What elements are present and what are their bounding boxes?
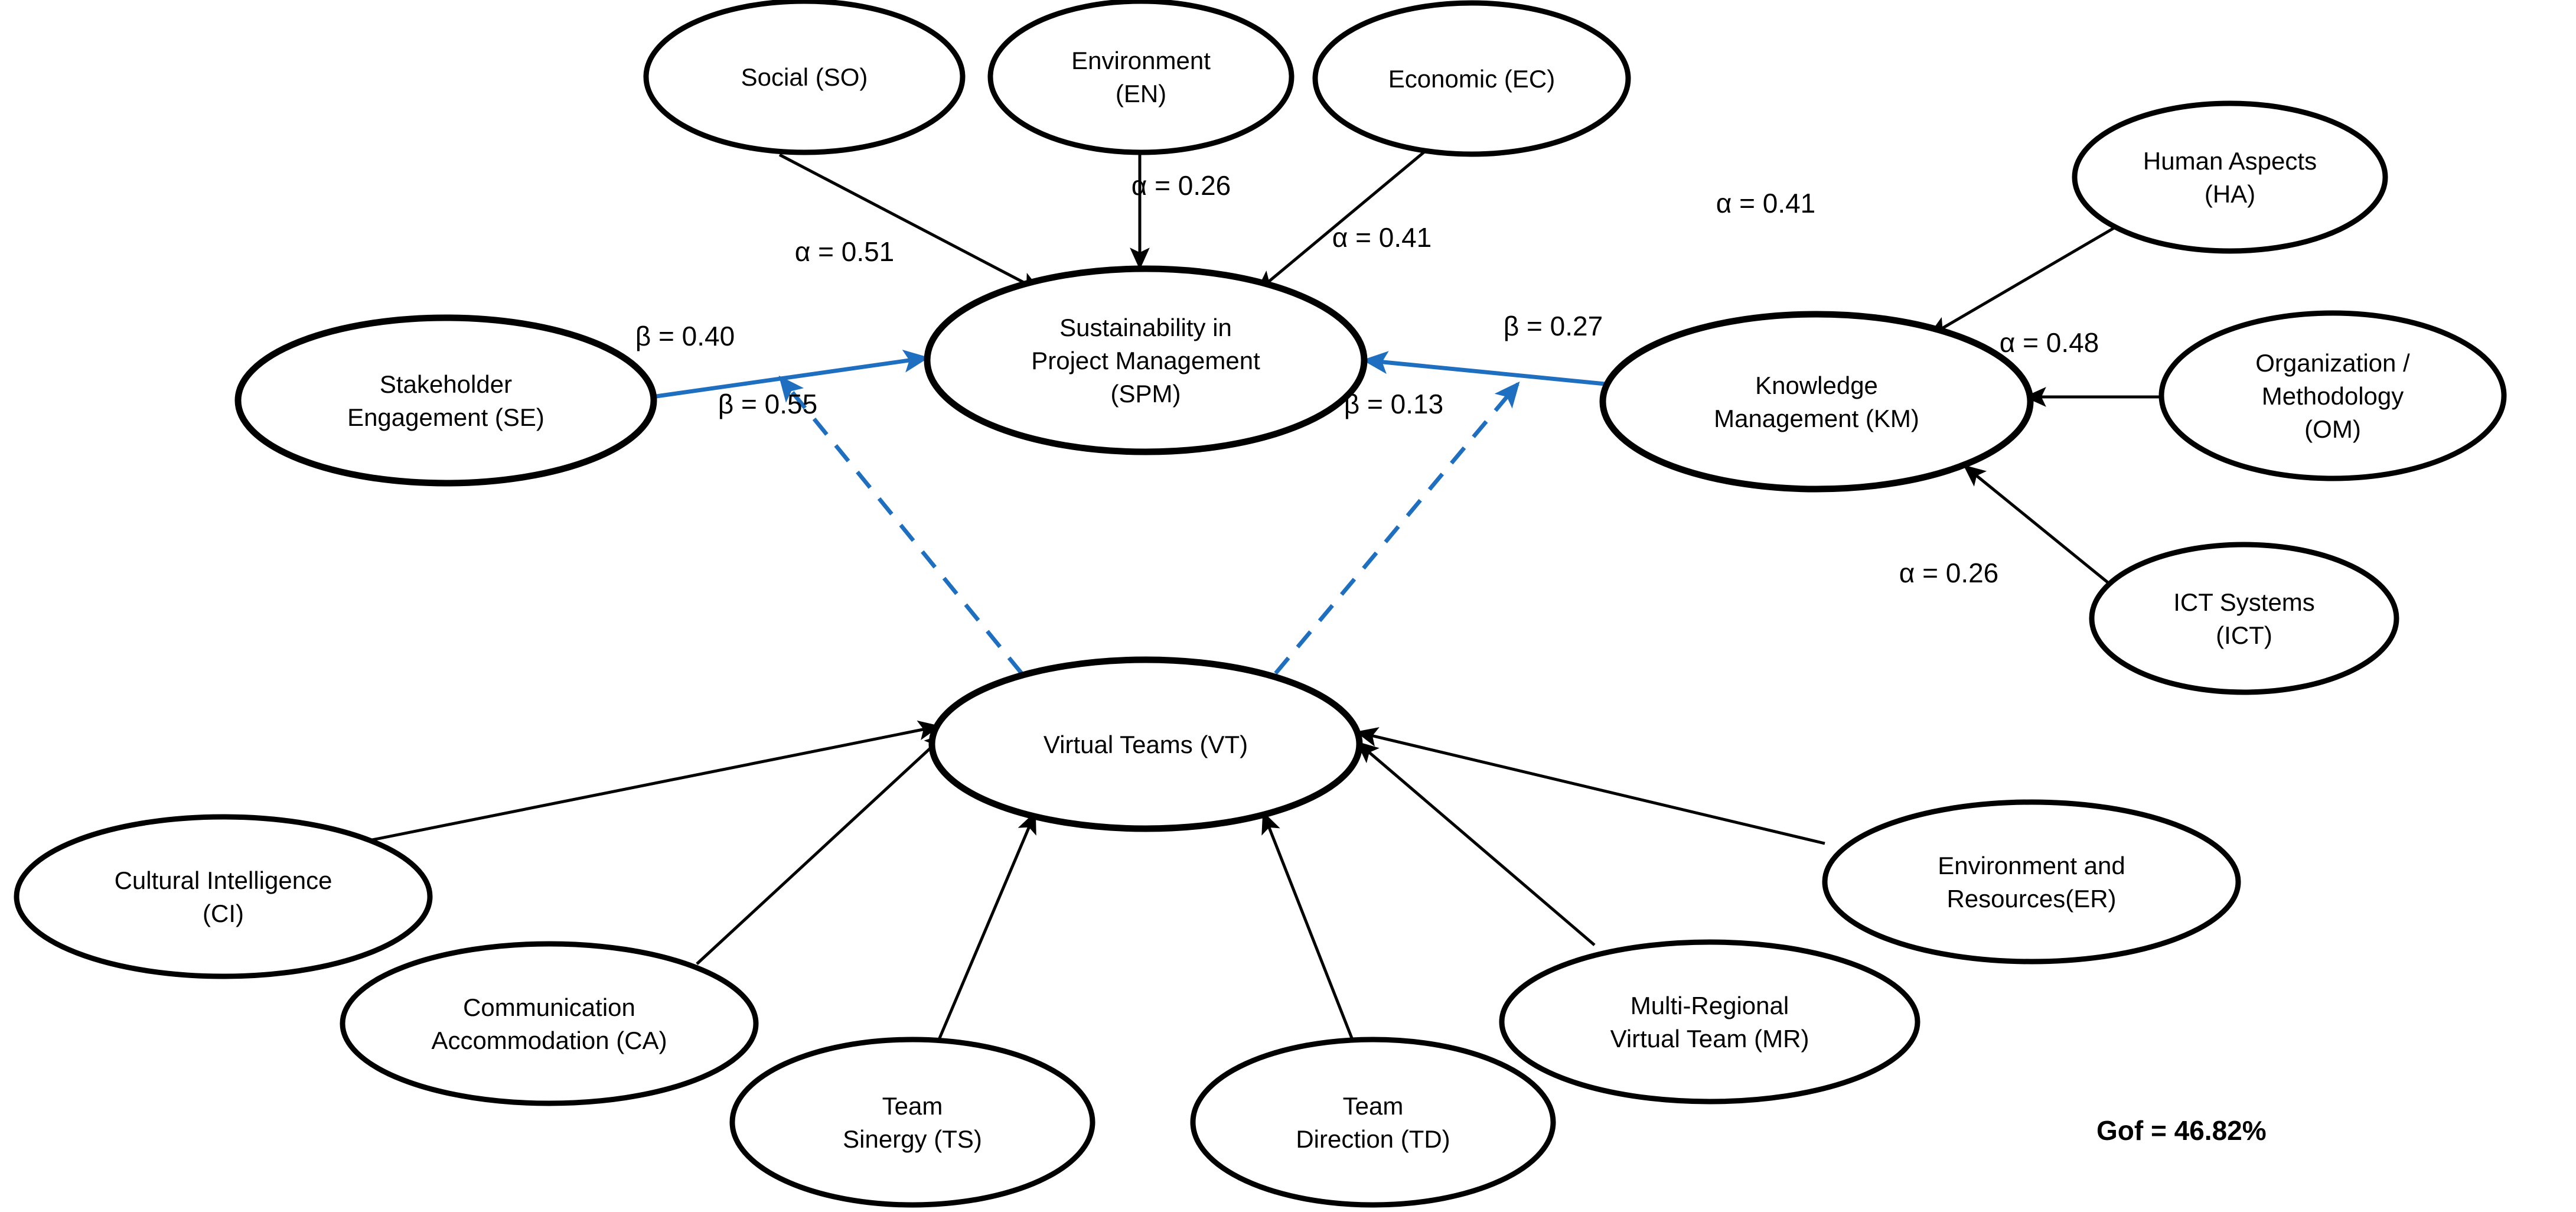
edge-km-to-spm — [1362, 351, 1618, 387]
edge-label-km-to-spm: β = 0.27 — [1504, 311, 1603, 341]
edge-ict-to-km — [1963, 465, 2112, 586]
edge-label-ec-to-spm: α = 0.41 — [1332, 222, 1432, 253]
node-ellipse-km — [1599, 311, 2034, 493]
node-ha[interactable]: Human Aspects (HA) — [2072, 100, 2388, 254]
nodes-layer: Social (SO) Environment (EN) Economic (EC) H… — [14, 0, 2507, 1208]
node-label-td-line2: Direction (TD) — [1296, 1125, 1450, 1153]
node-label-en-line1: Environment — [1071, 47, 1211, 74]
node-label-ict-line1: ICT Systems — [2173, 588, 2315, 616]
node-ict[interactable]: ICT Systems (ICT) — [2089, 542, 2399, 695]
edge-ci-to-vt — [371, 720, 941, 842]
edge-vt-to-spm — [778, 375, 1023, 675]
node-label-td-line1: Team — [1343, 1092, 1404, 1120]
node-label-en-line2: (EN) — [1116, 80, 1166, 107]
node-label-ts-line1: Team — [882, 1092, 943, 1120]
node-label-om-line1: Organization / — [2255, 349, 2410, 377]
node-label-spm-line1: Sustainability in — [1059, 314, 1232, 341]
edge-label-vt-to-spm: β = 0.55 — [718, 389, 817, 419]
edge-label-ha-to-km: α = 0.41 — [1716, 188, 1816, 219]
node-ellipse-ca — [340, 941, 759, 1106]
edge-vt-to-km — [1274, 381, 1520, 675]
node-ellipse-ec — [1312, 0, 1631, 157]
edge-label-ict-to-km: α = 0.26 — [1899, 558, 1999, 588]
node-label-ha-line2: (HA) — [2205, 180, 2255, 208]
node-label-ci-line2: (CI) — [203, 900, 244, 927]
node-ci[interactable]: Cultural Intelligence (CI) — [14, 814, 433, 979]
node-ellipse-td — [1190, 1037, 1556, 1208]
node-label-ict-line2: (ICT) — [2216, 621, 2272, 649]
node-spm[interactable]: Sustainability in Project Management (SPM) — [924, 265, 1368, 455]
node-ellipse-so — [643, 0, 966, 155]
node-ellipse-om — [2158, 310, 2507, 481]
edge-labels-layer: α = 0.51 α = 0.26 α = 0.41 α = 0.41 α = 0.48… — [635, 170, 2099, 588]
node-ellipse-spm — [924, 265, 1368, 455]
node-label-ha-line1: Human Aspects — [2143, 147, 2317, 175]
node-ec[interactable]: Economic (EC) — [1312, 0, 1631, 157]
edge-er-to-vt — [1355, 727, 1825, 845]
node-label-om-line2: Methodology — [2262, 382, 2404, 410]
edge-so-to-spm — [778, 153, 1042, 292]
node-ellipse-vt — [928, 656, 1363, 832]
node-ellipse-ci — [14, 814, 433, 979]
node-label-so-line1: Social (SO) — [741, 63, 868, 91]
node-label-se-line1: Stakeholder — [380, 370, 512, 398]
goodness-of-fit-label: Gof = 46.82% — [2096, 1115, 2267, 1146]
node-om[interactable]: Organization / Methodology (OM) — [2158, 310, 2507, 481]
node-ellipse-mr — [1499, 939, 1920, 1105]
node-ellipse-ict — [2089, 542, 2399, 695]
node-en[interactable]: Environment (EN) — [987, 0, 1294, 155]
edge-label-se-to-spm: β = 0.40 — [635, 321, 735, 351]
node-ellipse-ts — [729, 1037, 1095, 1208]
node-ellipse-en — [987, 0, 1294, 155]
node-ellipse-se — [234, 314, 657, 487]
edge-td-to-vt — [1261, 811, 1354, 1040]
edge-label-vt-to-km: β = 0.13 — [1344, 389, 1443, 419]
node-label-er-line1: Environment and — [1938, 852, 2125, 879]
node-ellipse-er — [1822, 799, 2241, 965]
edge-ca-to-vt — [696, 732, 947, 965]
node-label-se-line2: Engagement (SE) — [347, 403, 544, 431]
node-label-ci-line1: Cultural Intelligence — [115, 866, 332, 894]
node-label-om-line3: (OM) — [2304, 415, 2361, 443]
node-label-ec-line1: Economic (EC) — [1388, 65, 1555, 93]
node-vt[interactable]: Virtual Teams (VT) — [928, 656, 1363, 832]
edge-ts-to-vt — [937, 811, 1036, 1040]
node-so[interactable]: Social (SO) — [643, 0, 966, 155]
edge-label-en-to-spm: α = 0.26 — [1132, 170, 1231, 201]
node-label-vt-line1: Virtual Teams (VT) — [1044, 731, 1248, 758]
node-label-km-line2: Management (KM) — [1714, 405, 1919, 432]
node-label-km-line1: Knowledge — [1755, 372, 1878, 399]
node-label-spm-line3: (SPM) — [1111, 380, 1181, 408]
node-label-er-line2: Resources(ER) — [1946, 885, 2116, 913]
edge-ha-to-km — [1927, 223, 2121, 337]
node-label-ts-line2: Sinergy (TS) — [843, 1125, 982, 1153]
node-label-ca-line2: Accommodation (CA) — [431, 1027, 667, 1054]
edge-label-om-to-km: α = 0.48 — [2000, 327, 2099, 358]
edge-label-so-to-spm: α = 0.51 — [795, 236, 895, 267]
edge-ec-to-spm — [1256, 148, 1429, 293]
node-label-mr-line2: Virtual Team (MR) — [1610, 1025, 1809, 1053]
node-label-ca-line1: Communication — [463, 993, 635, 1021]
edge-mr-to-vt — [1356, 741, 1596, 946]
edges-layer — [371, 148, 2160, 1040]
node-label-spm-line2: Project Management — [1031, 347, 1260, 374]
node-ellipse-ha — [2072, 100, 2388, 254]
node-label-mr-line1: Multi-Regional — [1631, 992, 1789, 1019]
